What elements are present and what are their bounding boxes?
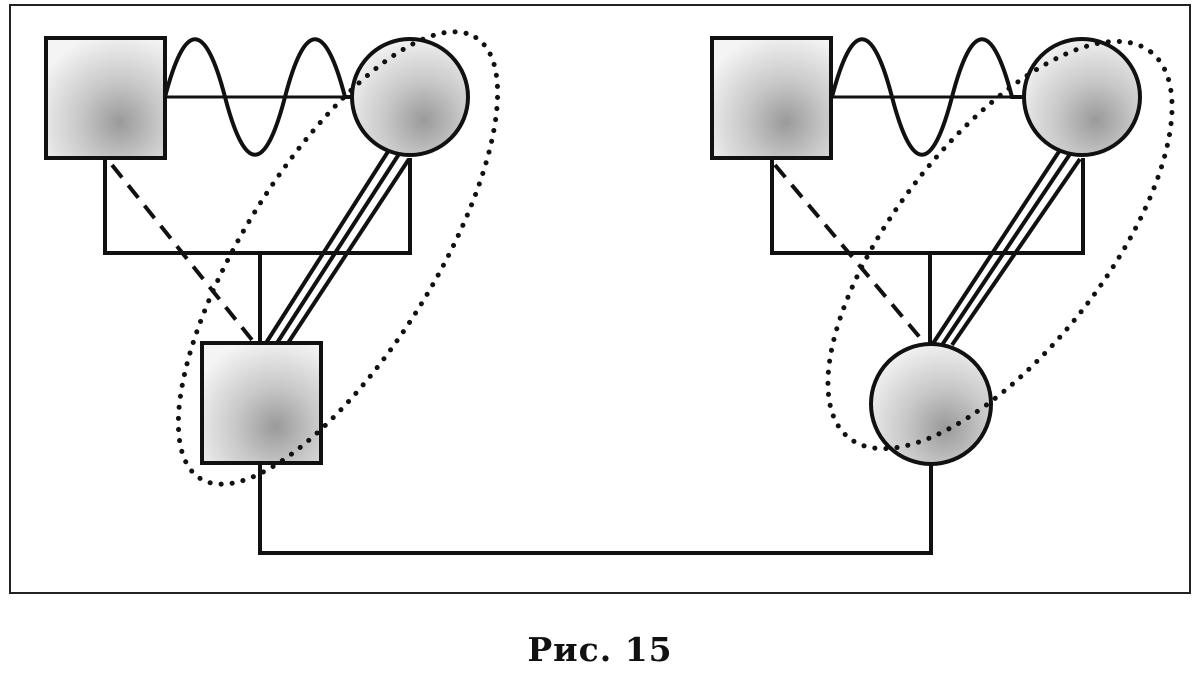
right-male-parent-square <box>710 36 833 160</box>
right-family-group <box>710 36 1175 466</box>
left-female-parent-circle <box>350 37 470 157</box>
figure-caption: Рис. 15 <box>527 630 673 669</box>
left-dashed-relation <box>110 163 254 342</box>
left-family-group <box>44 29 501 487</box>
left-dotted-highlight <box>175 29 501 487</box>
left-parent-bracket <box>103 158 412 255</box>
diagram-frame <box>9 4 1191 594</box>
left-triple-relation <box>264 148 411 345</box>
right-parent-bracket <box>770 158 1085 255</box>
left-male-parent-square <box>44 36 167 160</box>
right-female-child-circle <box>869 342 993 466</box>
genogram-diagram <box>9 4 1191 594</box>
left-wavy-relation <box>163 37 355 157</box>
left-male-child-square <box>200 341 323 465</box>
right-wavy-relation <box>830 37 1024 157</box>
right-female-parent-circle <box>1022 37 1142 157</box>
right-dashed-relation <box>773 163 924 342</box>
children-marriage-line <box>258 463 933 555</box>
right-triple-relation <box>930 148 1082 347</box>
right-dotted-highlight <box>825 38 1175 452</box>
